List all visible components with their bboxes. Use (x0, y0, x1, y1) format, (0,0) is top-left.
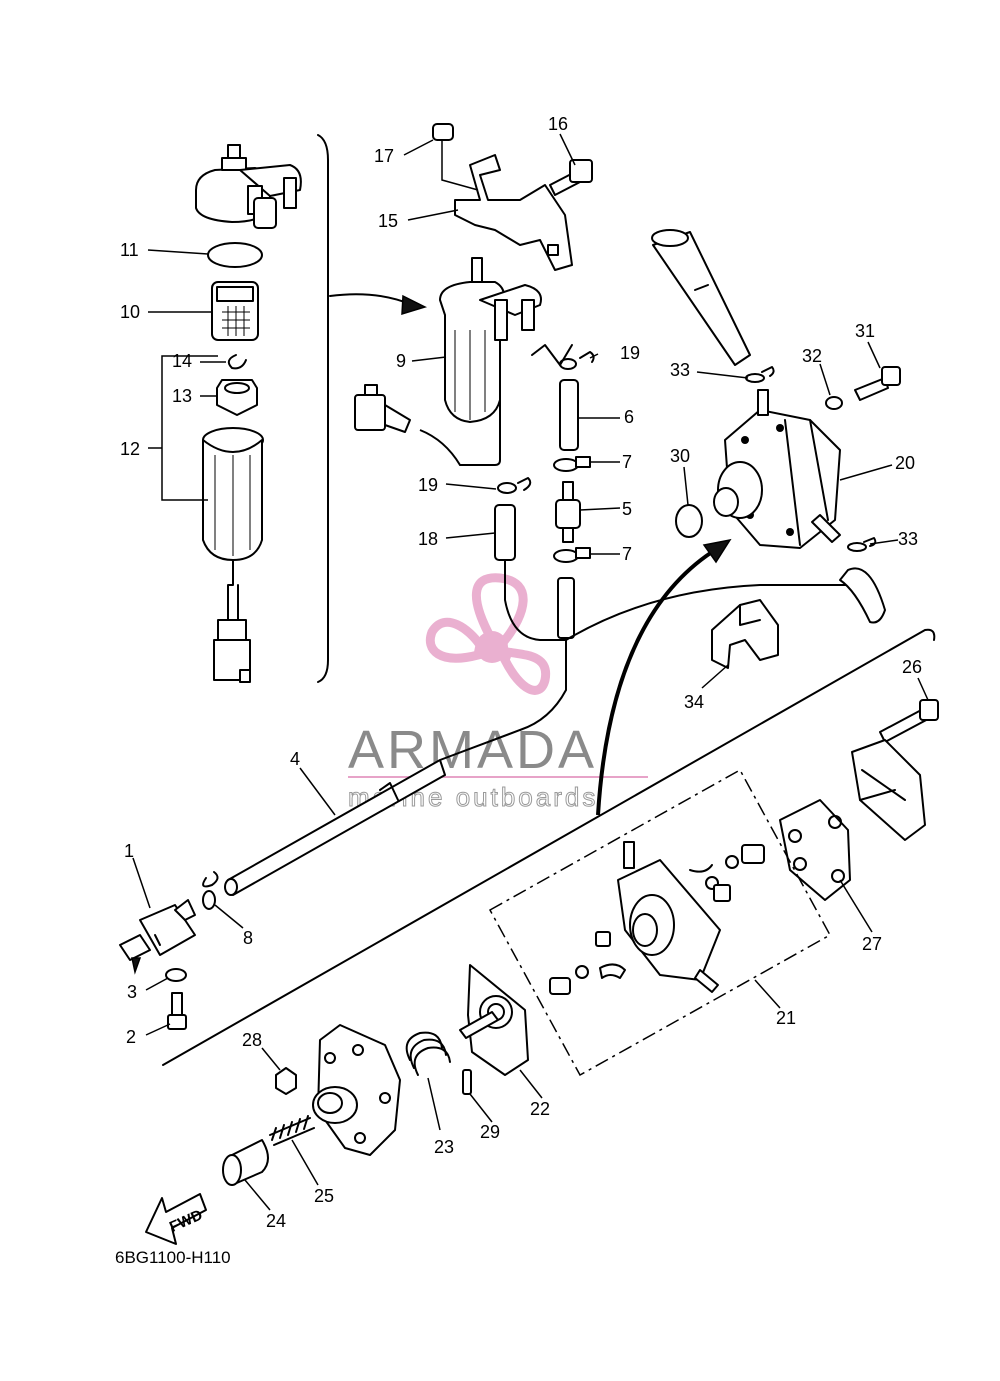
callout-4: 4 (290, 749, 300, 769)
plunger-24 (222, 1139, 269, 1186)
clamp-7-bottom (553, 547, 591, 563)
arrow-fuel-pump (596, 550, 714, 816)
bolt-31 (854, 366, 901, 401)
callout-21: 21 (776, 1008, 796, 1028)
callout-27: 27 (862, 934, 882, 954)
bolt-16 (549, 159, 593, 196)
hose-18 (494, 504, 516, 561)
callout-9: 9 (396, 351, 406, 371)
callout-12: 12 (120, 439, 140, 459)
callout-33-bottom: 33 (898, 529, 918, 549)
callout-10: 10 (120, 302, 140, 322)
filter-element-10 (211, 281, 259, 341)
washer-32 (825, 396, 843, 410)
clip-33-top (745, 373, 765, 383)
spring-23 (405, 1031, 451, 1076)
dashed-group-21 (488, 768, 832, 1077)
callout-22: 22 (530, 1099, 550, 1119)
callout-18: 18 (418, 529, 438, 549)
callout-28: 28 (242, 1030, 262, 1050)
clip-33-bottom (847, 542, 867, 552)
callout-13: 13 (172, 386, 192, 406)
fuel-filter-9 (419, 257, 542, 466)
callout-15: 15 (378, 211, 398, 231)
callout-30: 30 (670, 446, 690, 466)
pump-body-21 (617, 841, 721, 993)
sensor-1 (119, 899, 196, 975)
section-divider-line (162, 628, 936, 1066)
callout-2: 2 (126, 1027, 136, 1047)
callout-11: 11 (120, 240, 139, 260)
filter-cap-assembly (195, 144, 302, 229)
callout-23: 23 (434, 1137, 454, 1157)
callout-19-bottom: 19 (418, 475, 438, 495)
clip-19-bottom (497, 482, 517, 494)
diaphragm-22 (459, 964, 529, 1076)
callout-34: 34 (684, 692, 704, 712)
callout-7-bottom: 7 (622, 544, 632, 564)
clip-19-top (559, 358, 577, 370)
hose-6 (559, 379, 579, 451)
callout-25: 25 (314, 1186, 334, 1206)
joint-5 (555, 481, 581, 543)
bracket-15 (454, 154, 573, 271)
holder-34 (711, 599, 779, 669)
pump-arm (651, 229, 751, 366)
callout-26: 26 (902, 657, 922, 677)
callout-14: 14 (172, 351, 192, 371)
clip-14 (227, 354, 247, 370)
inset-bracket (317, 134, 329, 683)
arrow-inset (329, 293, 411, 305)
fuel-pump-20 (713, 389, 841, 549)
o-ring-30 (675, 504, 703, 538)
callout-5: 5 (622, 499, 632, 519)
nut-13 (216, 379, 258, 416)
diagram-code: 6BG1100-H110 (115, 1248, 231, 1267)
cover-27 (779, 739, 926, 901)
connector-plug (354, 384, 411, 433)
callout-31: 31 (855, 321, 875, 341)
callout-3: 3 (127, 982, 137, 1002)
callout-32: 32 (802, 346, 822, 366)
pin-29 (462, 1069, 472, 1095)
callout-7-top: 7 (622, 452, 632, 472)
callout-8: 8 (243, 928, 253, 948)
armada-watermark: ARMADA marine outboards (348, 573, 648, 813)
callout-17: 17 (374, 146, 394, 166)
clip-8 (202, 871, 219, 888)
callout-24: 24 (266, 1211, 286, 1231)
leader-lines (132, 133, 929, 1211)
nut-17 (432, 123, 454, 141)
callout-1: 1 (124, 841, 134, 861)
callout-19-top: 19 (620, 343, 640, 363)
nut-28 (275, 1067, 297, 1095)
callout-29: 29 (480, 1122, 500, 1142)
housing (312, 1024, 401, 1156)
fwd-arrow-icon: FWD (145, 1193, 207, 1245)
callout-16: 16 (548, 114, 568, 134)
watermark-brand: ARMADA (348, 720, 597, 780)
callout-20: 20 (895, 453, 915, 473)
pipe-4 (224, 759, 446, 896)
washer-3 (165, 968, 187, 982)
spring-25 (269, 1115, 315, 1146)
clamp-7-top (553, 456, 591, 472)
callout-6: 6 (624, 407, 634, 427)
callout-numbers: 1 2 3 4 5 6 7 7 8 9 10 11 12 13 14 15 16… (120, 114, 922, 1231)
bolt-26 (879, 699, 939, 743)
callout-33-top: 33 (670, 360, 690, 380)
filter-cup-12 (202, 427, 264, 683)
o-ring-11 (207, 242, 263, 268)
bolt-2 (167, 992, 187, 1030)
propeller-logo (425, 573, 551, 695)
